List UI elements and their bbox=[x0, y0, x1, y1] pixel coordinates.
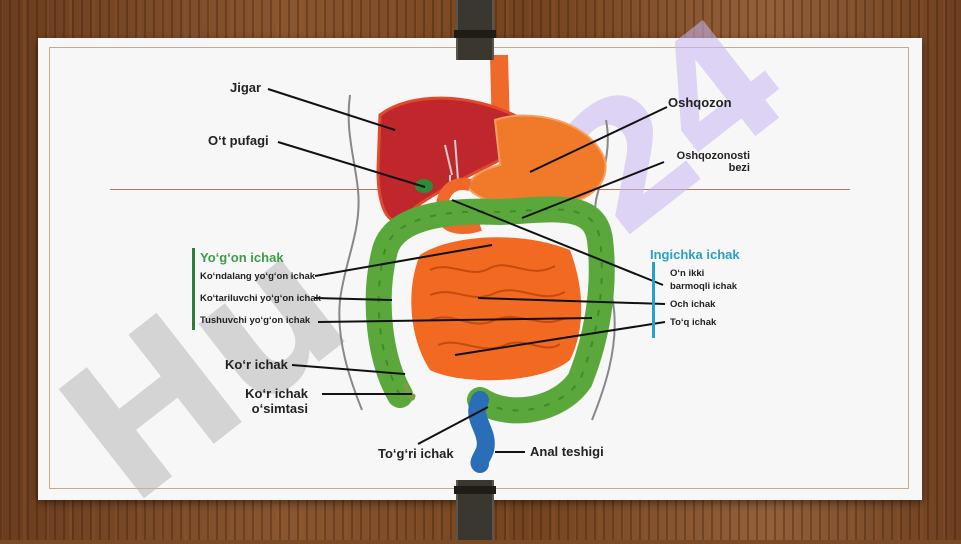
leader-ot-pufagi bbox=[277, 141, 426, 188]
leader-togri-ichak bbox=[417, 406, 489, 445]
label-kor-osimta: Ko‘r ichak o‘simtasi bbox=[220, 386, 308, 416]
label-kor-osimta-line1: Ko‘r ichak bbox=[245, 386, 308, 401]
label-tushuvchi: Tushuvchi yo‘g‘on ichak bbox=[200, 315, 311, 326]
leader-toq-ichak bbox=[454, 321, 666, 356]
bottom-clip bbox=[454, 480, 496, 540]
leader-kondalang bbox=[314, 244, 493, 277]
leader-kotariluvchi bbox=[314, 297, 393, 301]
ingichka-ichak-bar bbox=[652, 262, 655, 338]
label-oshqozonosti-line2: bezi bbox=[728, 162, 750, 174]
leader-och-ichak bbox=[477, 297, 666, 305]
label-onikki: O‘n ikki barmoqli ichak bbox=[670, 267, 737, 293]
leader-oshqozon bbox=[529, 106, 668, 173]
top-clip bbox=[454, 0, 496, 60]
label-oshqozonosti: Oshqozonosti bezi bbox=[668, 150, 750, 174]
leader-kor-ichak bbox=[291, 364, 406, 375]
appendix bbox=[402, 382, 416, 401]
label-onikki-line1: O‘n ikki bbox=[670, 268, 705, 279]
small-intestine bbox=[411, 237, 582, 381]
label-anal: Anal teshigi bbox=[530, 444, 604, 459]
label-oshqozonosti-line1: Oshqozonosti bbox=[676, 150, 750, 162]
label-kor-osimta-line2: o‘simtasi bbox=[251, 401, 308, 416]
small-intestine-folds bbox=[429, 264, 566, 350]
label-kotariluvchi: Ko‘tariluvchi yo‘g‘on ichak bbox=[200, 293, 321, 304]
leader-oshqozonosti bbox=[521, 161, 665, 219]
label-toq-ichak: To‘q ichak bbox=[670, 317, 717, 328]
leader-lines bbox=[267, 88, 668, 453]
yogon-ichak-bar bbox=[192, 248, 195, 330]
label-togri-ichak: To‘g‘ri ichak bbox=[378, 446, 454, 461]
label-ot-pufagi: O‘t pufagi bbox=[208, 133, 269, 148]
leader-jigar bbox=[267, 88, 396, 131]
label-oshqozon: Oshqozon bbox=[668, 95, 732, 110]
rectum bbox=[468, 391, 495, 473]
label-kondalang: Ko‘ndalang yo‘g‘on ichak bbox=[200, 271, 316, 282]
colon-detail bbox=[377, 208, 603, 412]
label-jigar: Jigar bbox=[230, 80, 262, 95]
liver bbox=[376, 96, 528, 223]
label-och-ichak: Och ichak bbox=[670, 299, 716, 310]
title-yogon-ichak: Yo‘g‘on ichak bbox=[200, 250, 284, 265]
title-ingichka-ichak: Ingichka ichak bbox=[650, 247, 740, 262]
leader-tushuvchi bbox=[317, 317, 593, 323]
label-kor-ichak: Ko‘r ichak bbox=[225, 357, 288, 372]
leader-onikki bbox=[451, 199, 664, 286]
label-onikki-line2: barmoqli ichak bbox=[670, 281, 738, 292]
body-outline-left bbox=[338, 94, 363, 411]
